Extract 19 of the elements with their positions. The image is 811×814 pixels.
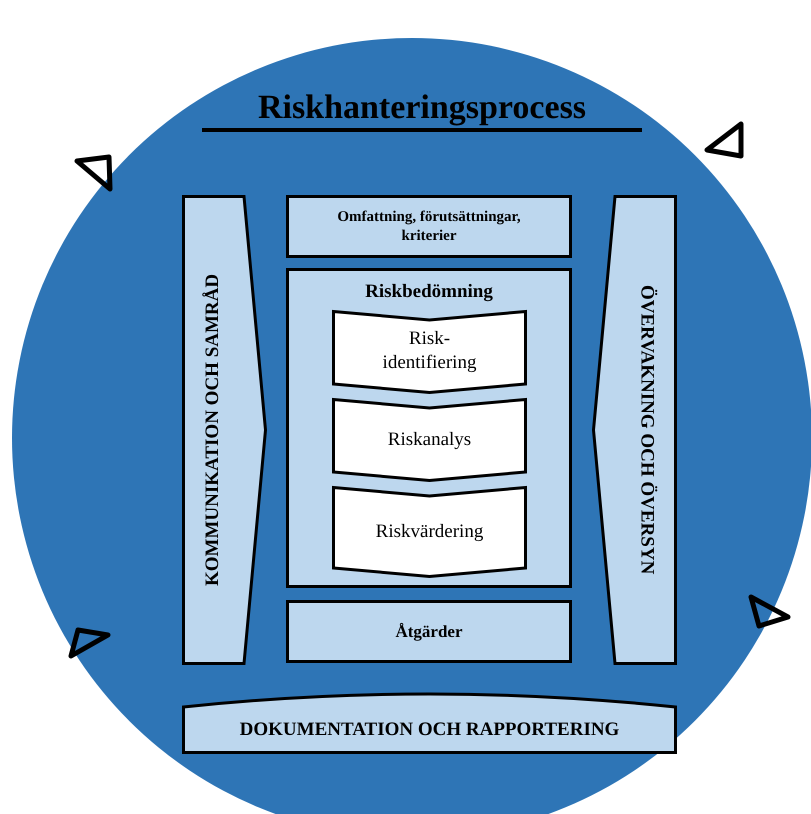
box-heading: Riskbedömning xyxy=(365,281,493,302)
band-label: DOKUMENTATION OCH RAPPORTERING xyxy=(240,718,620,742)
chevron-step xyxy=(332,398,527,482)
box-label: Åtgärder xyxy=(395,620,463,643)
band-label: ÖVERVAKNING OCH ÖVERSYN xyxy=(635,285,658,575)
step-label: Riskanalys xyxy=(388,428,472,452)
circle-heading: Riskhanteringsprocess xyxy=(258,89,586,126)
banner-band xyxy=(182,693,677,754)
chevron-step xyxy=(332,486,527,578)
process-box xyxy=(286,600,572,663)
chevron-step xyxy=(332,310,527,394)
process-box xyxy=(286,195,572,258)
right-arrow-band xyxy=(182,195,267,665)
band-label: KOMMUNIKATION OCH SAMRÅD xyxy=(200,274,224,586)
step-label: Riskvärdering xyxy=(376,520,484,544)
process-box xyxy=(286,268,572,588)
box-label: Omfattning, förutsättningar, kriterier xyxy=(336,208,522,246)
step-label: Risk- identifiering xyxy=(382,327,476,375)
left-arrow-band xyxy=(592,195,677,665)
